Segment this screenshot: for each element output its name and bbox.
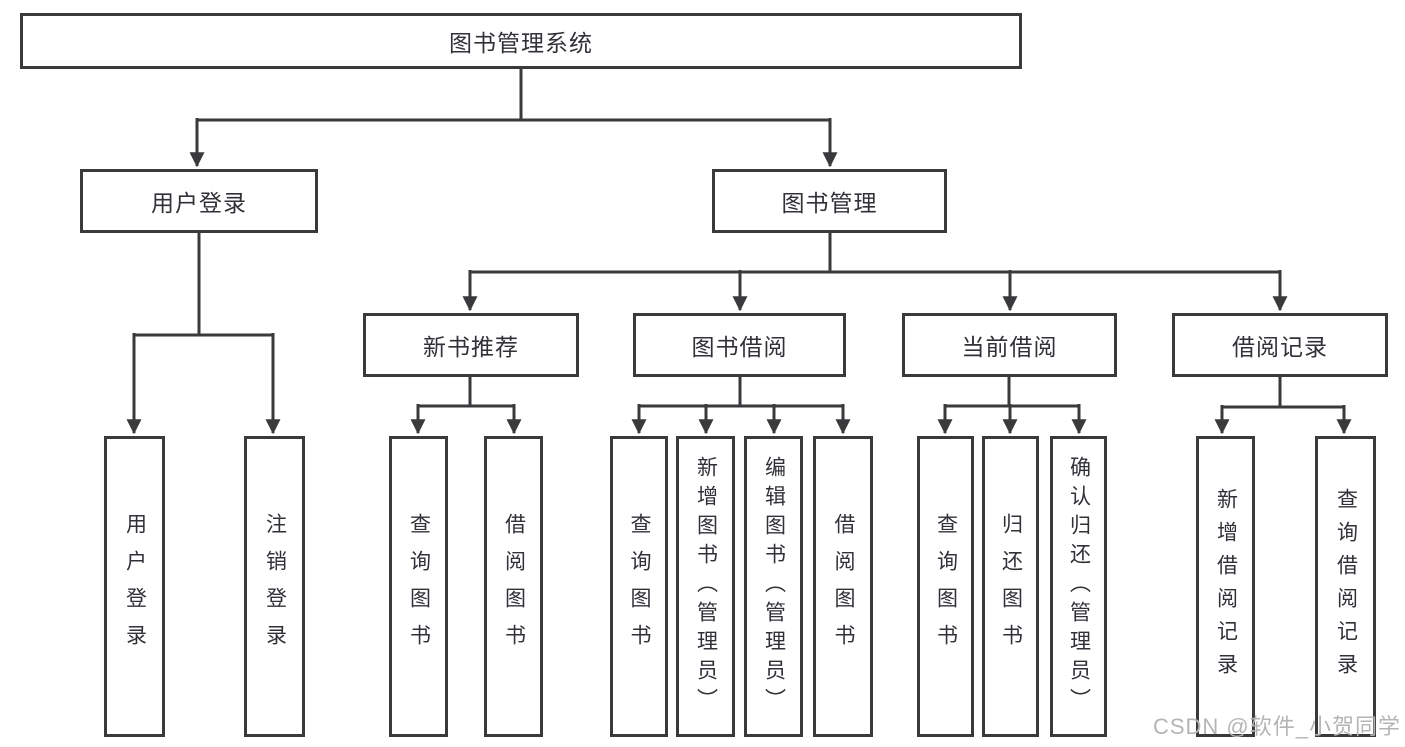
node-borrow-books-leaf: 借阅图书 — [813, 436, 873, 737]
node-confirm-return-admin: 确认归还（管理员） — [1050, 436, 1107, 737]
node-borrow-books-recommend: 借阅图书 — [484, 436, 543, 737]
node-edit-books-admin: 编辑图书（管理员） — [744, 436, 803, 737]
node-book-management: 图书管理 — [712, 169, 947, 233]
node-query-books-borrow: 查询图书 — [610, 436, 668, 737]
node-query-books-recommend: 查询图书 — [389, 436, 448, 737]
node-add-books-admin: 新增图书（管理员） — [676, 436, 735, 737]
node-logout-leaf: 注销登录 — [244, 436, 305, 737]
csdn-watermark: CSDN @软件_小贺同学 — [1152, 714, 1401, 739]
node-query-books-current: 查询图书 — [917, 436, 974, 737]
node-current-borrow: 当前借阅 — [902, 313, 1117, 377]
node-user-login-leaf: 用户登录 — [104, 436, 165, 737]
node-new-book-recommend: 新书推荐 — [363, 313, 579, 377]
node-add-borrow-record: 新增借阅记录 — [1196, 436, 1255, 737]
node-borrow-records: 借阅记录 — [1172, 313, 1388, 377]
node-system-root: 图书管理系统 — [20, 13, 1022, 69]
node-return-books: 归还图书 — [982, 436, 1039, 737]
node-user-login: 用户登录 — [80, 169, 318, 233]
node-query-borrow-record: 查询借阅记录 — [1315, 436, 1376, 737]
node-book-borrow: 图书借阅 — [633, 313, 846, 377]
